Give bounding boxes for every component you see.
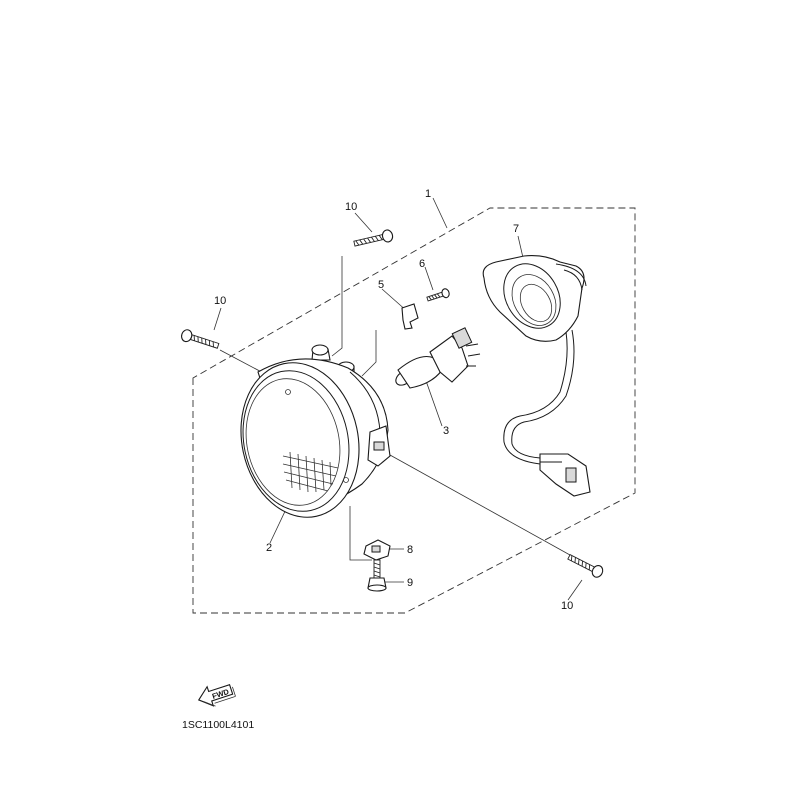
screw-left — [181, 329, 220, 349]
adjust-screw — [367, 559, 387, 592]
socket-cover — [482, 255, 591, 497]
callout-assembly: 1 — [425, 188, 431, 200]
bulb — [395, 327, 481, 389]
assembly-outline — [192, 207, 636, 614]
leader-lines — [213, 197, 583, 601]
callout-screw-right: 10 — [561, 600, 573, 612]
clip — [401, 303, 419, 330]
callout-adjust-screw: 9 — [407, 577, 413, 589]
lens-pattern — [282, 451, 339, 493]
callout-screw-left: 10 — [214, 295, 226, 307]
callout-lens: 2 — [266, 542, 272, 554]
callout-clip: 5 — [378, 279, 384, 291]
callout-screw-top: 10 — [345, 201, 357, 213]
callout-bulb: 3 — [443, 425, 449, 437]
screw-top — [353, 229, 394, 247]
screw-6 — [426, 288, 450, 302]
fwd-arrow-icon: FWD — [197, 683, 236, 707]
headlight-unit — [240, 344, 391, 518]
callout-socket-cover: 7 — [513, 223, 519, 235]
nut — [363, 539, 391, 561]
callout-nut: 8 — [407, 544, 413, 556]
callout-screw-6: 6 — [419, 258, 425, 270]
screw-right — [567, 553, 604, 578]
diagram-code: 1SC1100L4101 — [182, 719, 254, 731]
